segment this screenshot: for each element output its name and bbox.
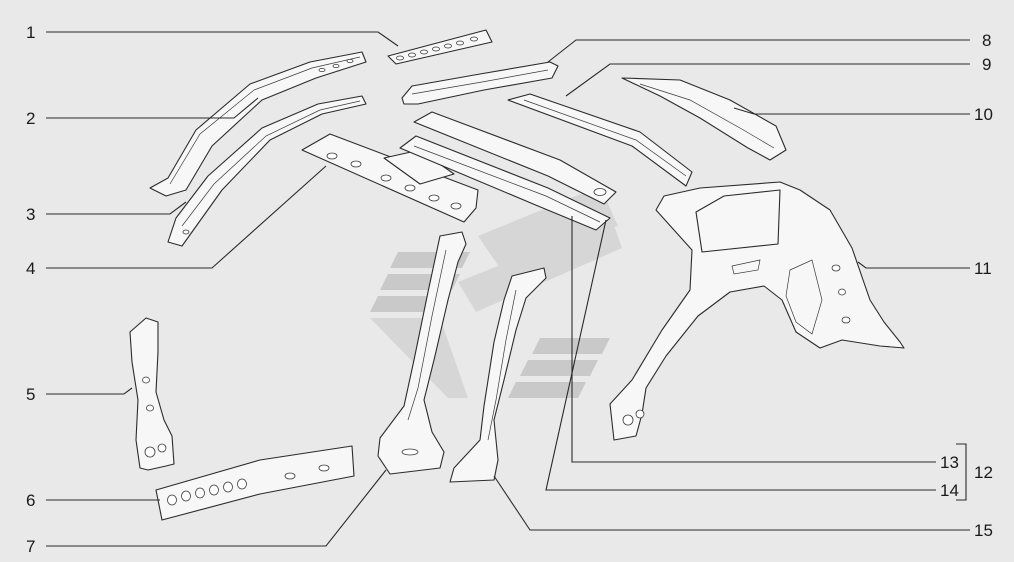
part-7-b-pillar [377,231,467,475]
part-8-roof-rail-bracket [401,61,559,105]
part-10-rear-roof-cross-member [621,77,787,161]
part-14-lower-side-rail [399,135,611,231]
callout-15: 15 [974,521,993,540]
callout-11: 11 [974,259,992,278]
callout-9: 9 [982,55,991,74]
part-6-side-sill [155,445,355,521]
callout-13: 13 [940,453,959,472]
part-2-outer-a-pillar-rail [149,51,367,197]
part-15-b-pillar-inner [449,267,547,483]
callout-5: 5 [26,385,35,404]
callout-1: 1 [26,23,35,42]
part-1-roof-bracket [387,29,493,65]
callout-4: 4 [26,259,35,278]
callout-12: 12 [974,463,993,482]
part-4-front-roof-cross-member [301,133,479,223]
part-13-upper-side-rail [413,111,617,205]
callout-3: 3 [26,205,35,224]
callout-7: 7 [26,537,35,556]
part-11-rear-quarter-panel [609,181,905,441]
callout-10: 10 [974,105,993,124]
part-3-inner-a-pillar-rail [167,95,367,247]
part-9-roof-rail [507,93,693,187]
leader-lines [46,31,970,547]
part-5-front-inner-pillar [129,317,175,471]
callout-8: 8 [982,31,991,50]
callout-2: 2 [26,109,35,128]
callout-labels: 1 2 3 4 5 6 7 8 9 10 11 12 13 14 15 [26,23,993,556]
callout-6: 6 [26,491,35,510]
callout-14: 14 [940,481,959,500]
